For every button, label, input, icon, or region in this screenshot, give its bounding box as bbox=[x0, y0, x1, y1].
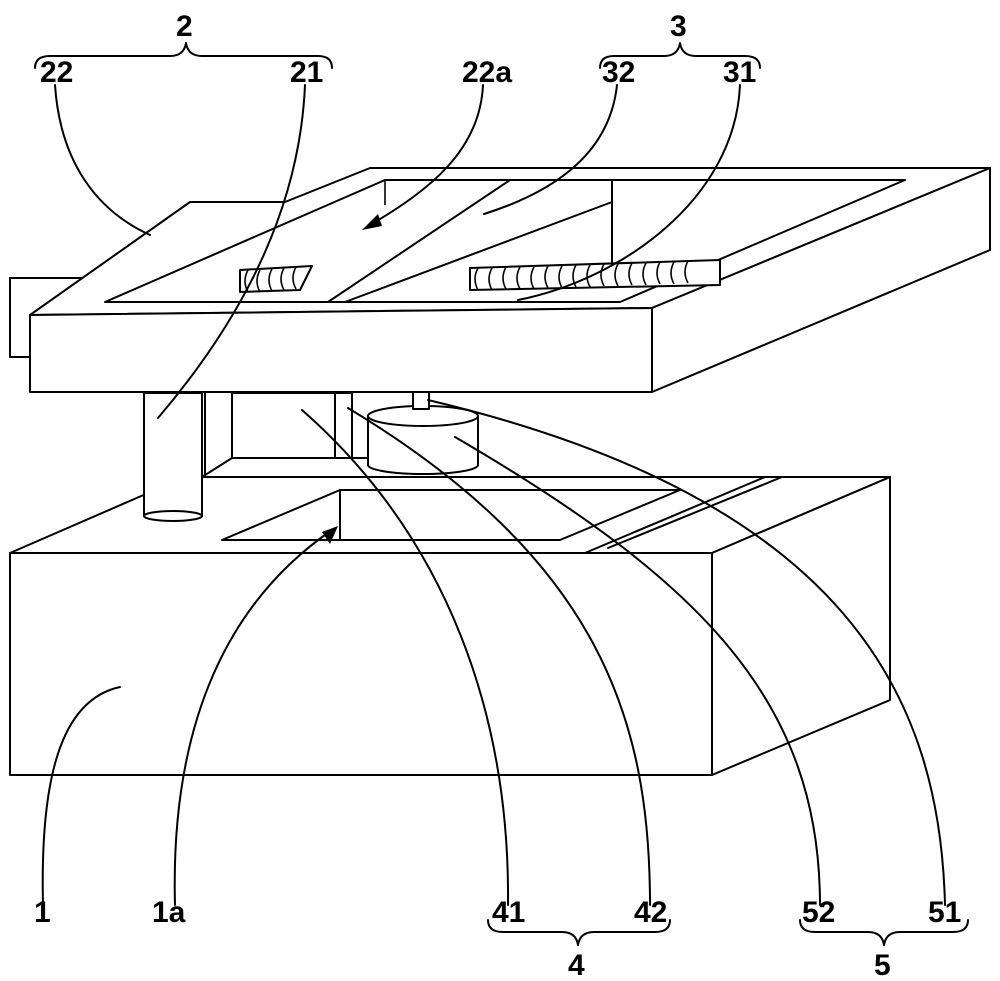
label-22: 22 bbox=[40, 56, 73, 89]
label-31: 31 bbox=[723, 56, 756, 89]
label-21: 21 bbox=[290, 56, 323, 89]
base-front-face bbox=[9, 552, 713, 776]
cylinder-52 bbox=[367, 391, 479, 475]
label-1a: 1a bbox=[152, 896, 186, 929]
top-plate bbox=[9, 167, 991, 393]
label-1: 1 bbox=[34, 896, 51, 929]
label-22a: 22a bbox=[462, 56, 512, 89]
brace-group-3 bbox=[599, 42, 761, 69]
brace-group-2 bbox=[34, 42, 333, 69]
leader-lines bbox=[41, 84, 946, 906]
plate-side-face bbox=[651, 167, 991, 393]
label-42: 42 bbox=[634, 896, 667, 929]
brace-group-4 bbox=[487, 919, 671, 946]
base-block bbox=[9, 476, 891, 776]
label-32: 32 bbox=[602, 56, 635, 89]
label-41: 41 bbox=[492, 896, 525, 929]
label-2: 2 bbox=[176, 10, 193, 43]
label-52: 52 bbox=[802, 896, 835, 929]
label-3: 3 bbox=[670, 10, 687, 43]
label-51: 51 bbox=[928, 896, 961, 929]
base-side-face bbox=[711, 476, 891, 776]
label-5: 5 bbox=[874, 949, 891, 981]
support-column bbox=[143, 392, 203, 522]
motor-box bbox=[231, 392, 353, 459]
spring-left bbox=[239, 265, 313, 293]
plate-front-face bbox=[29, 307, 653, 393]
label-4: 4 bbox=[568, 949, 585, 981]
brace-group-5 bbox=[799, 919, 969, 946]
